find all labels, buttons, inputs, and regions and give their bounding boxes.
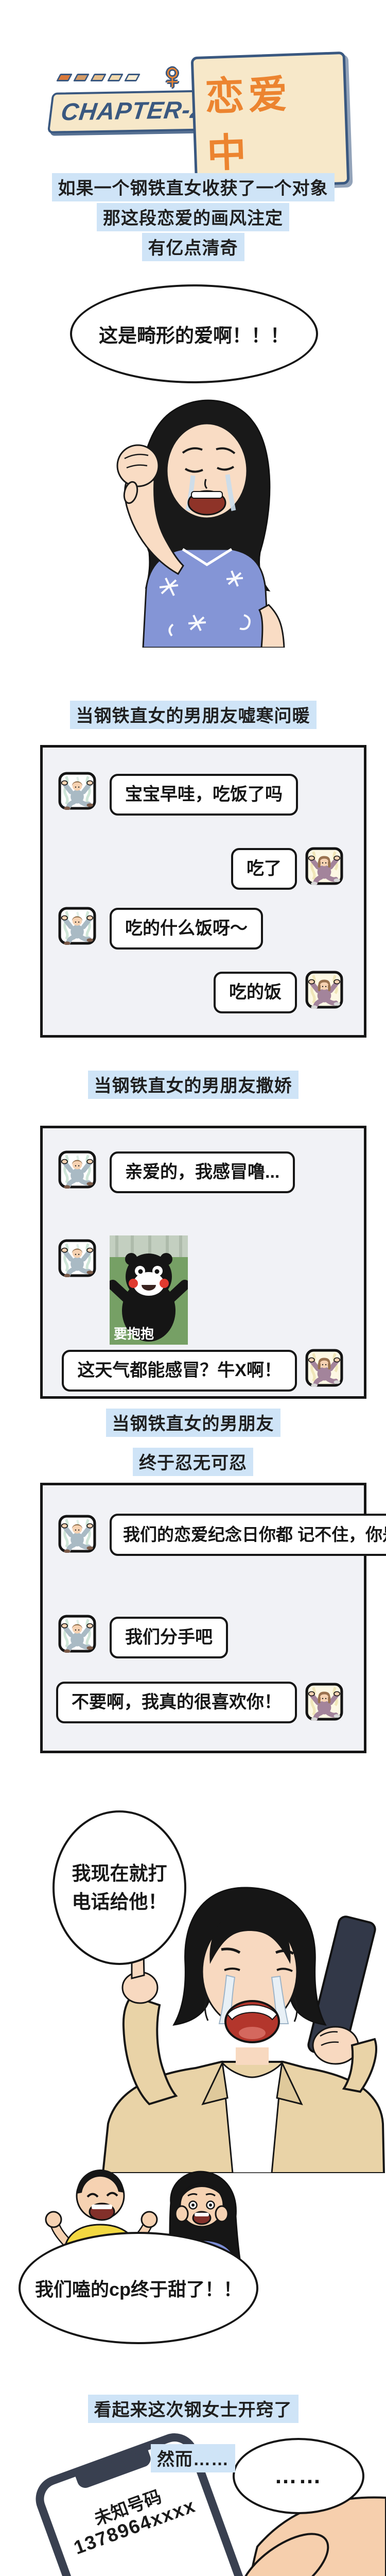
intro-line-3: 有亿点清奇: [0, 233, 386, 261]
svg-text:要抱抱: 要抱抱: [114, 1326, 154, 1342]
chat-panel-breakup: 我们的恋爱纪念日你都 记不住，你是不是连我 是谁都不知道！ 我们分手吧 不要啊，…: [40, 1483, 386, 1753]
girlfriend-avatar: [305, 971, 343, 1009]
speech-bubble-call-now: 我现在就打 电话给他！: [52, 1810, 186, 1965]
boyfriend-avatar: [58, 1615, 96, 1653]
chat-message: 亲爱的，我感冒噜...: [110, 1151, 295, 1193]
kumamon-sticker: 要抱抱: [110, 1235, 188, 1345]
caption-however: 然而……: [0, 2444, 386, 2472]
chat-message: 吃的什么饭呀～: [110, 908, 263, 950]
intro-line-2: 那这段恋爱的画风注定: [0, 203, 386, 231]
chapter-title: 恋爱中: [204, 72, 292, 176]
header-dashes: [56, 74, 143, 84]
chat-message: 不要啊，我真的很喜欢你！: [56, 1682, 297, 1723]
dash-icon: [107, 74, 124, 81]
intro-line-1: 如果一个钢铁直女收获了一个对象: [0, 173, 386, 201]
female-symbol-icon: ♀: [159, 56, 186, 97]
boyfriend-avatar: [58, 1239, 96, 1277]
girlfriend-avatar: [305, 847, 343, 885]
boyfriend-avatar: [58, 772, 96, 810]
dash-icon: [90, 74, 107, 81]
chat-panel-cute: 亲爱的，我感冒噜... 要抱抱 这天气都能感冒？牛X啊！: [40, 1126, 366, 1399]
boyfriend-avatar: [58, 1150, 96, 1189]
dash-icon: [56, 74, 73, 81]
speech-bubble-warped-love: 这是畸形的爱啊！！！: [70, 284, 318, 383]
girlfriend-avatar: [305, 1683, 343, 1721]
chapter-header: CHAPTER-2 ♀ 恋爱中: [39, 44, 350, 194]
girlfriend-avatar: [305, 1349, 343, 1387]
chat-panel-warm: 宝宝早哇，吃饭了吗 吃了 吃的什么饭呀～ 吃的饭: [40, 745, 366, 1038]
chat-message: 吃了: [231, 848, 297, 890]
chat-message: 我们的恋爱纪念日你都 记不住，你是不是连我 是谁都不知道！: [110, 1514, 386, 1556]
dash-icon: [73, 74, 90, 81]
speech-bubble-silence: ……: [233, 2438, 364, 2514]
chat-message: 宝宝早哇，吃饭了吗: [110, 774, 298, 816]
boyfriend-avatar: [58, 907, 96, 945]
dash-icon: [124, 74, 141, 81]
caption-greeting: 当钢铁直女的男朋友嘘寒问暖: [0, 701, 386, 729]
crying-woman-illustration: [116, 399, 285, 648]
chapter-label: CHAPTER-2: [59, 95, 206, 126]
chat-message: 这天气都能感冒？牛X啊！: [62, 1350, 297, 1392]
title-banner: 恋爱中: [190, 51, 350, 194]
caption-fed-up-1: 当钢铁直女的男朋友: [0, 1409, 386, 1437]
caption-hopeful: 看起来这次钢女士开窍了: [0, 2395, 386, 2423]
caption-acting-cute: 当钢铁直女的男朋友撒娇: [0, 1071, 386, 1099]
chat-message: 吃的饭: [214, 972, 297, 1013]
boyfriend-avatar: [58, 1515, 96, 1553]
chat-message: 我们分手吧: [110, 1617, 228, 1658]
speech-bubble-cp-sweet: 我们嗑的cp终于甜了！！: [19, 2232, 258, 2344]
caption-fed-up-2: 终于忍无可忍: [0, 1448, 386, 1476]
